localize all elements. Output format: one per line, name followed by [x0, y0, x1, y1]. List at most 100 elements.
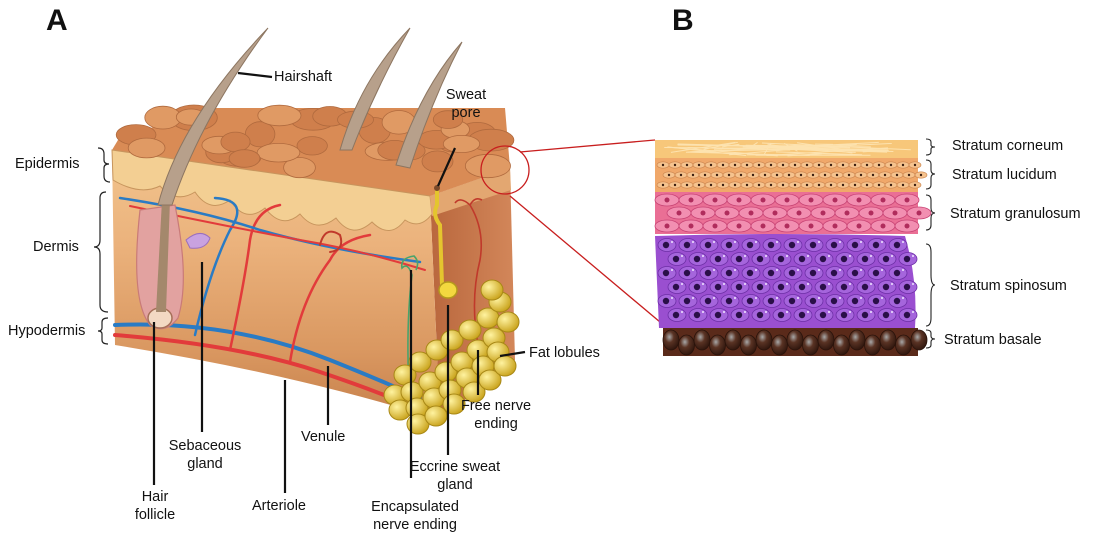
basal-cell	[756, 330, 772, 350]
spinosum-granule	[870, 311, 872, 313]
spinosum-nucleus	[757, 312, 763, 318]
spinosum-granule	[681, 255, 683, 257]
spinosum-granule	[692, 269, 694, 271]
basal-cell	[849, 330, 865, 350]
spinosum-nucleus	[799, 256, 805, 262]
granulosum-nucleus	[785, 198, 790, 203]
label-eccrine-line2: gland	[405, 476, 505, 494]
spinosum-nucleus	[894, 298, 900, 304]
lucidum-nucleus	[698, 164, 700, 166]
spinosum-granule	[839, 297, 841, 299]
lucidum-nucleus	[680, 174, 682, 176]
spinosum-granule	[702, 311, 704, 313]
granulosum-nucleus	[857, 198, 862, 203]
granulosum-nucleus	[761, 198, 766, 203]
basal-cell	[865, 335, 881, 355]
spinosum-nucleus	[789, 242, 795, 248]
spinosum-nucleus	[705, 298, 711, 304]
label-free-nerve-ending: Free nerve ending	[456, 397, 536, 433]
spinosum-nucleus	[726, 270, 732, 276]
granulosum-nucleus	[905, 224, 910, 229]
basal-cell	[663, 330, 679, 350]
spinosum-granule	[870, 255, 872, 257]
lucidum-nucleus	[842, 164, 844, 166]
spinosum-nucleus	[757, 284, 763, 290]
granulosum-nucleus	[833, 198, 838, 203]
lucidum-nucleus	[710, 164, 712, 166]
label-free-nerve-line1: Free nerve	[456, 397, 536, 415]
lucidum-nucleus	[914, 164, 916, 166]
spinosum-nucleus	[673, 312, 679, 318]
lucidum-nucleus	[746, 164, 748, 166]
granulosum-nucleus	[665, 198, 670, 203]
lucidum-nucleus	[758, 184, 760, 186]
label-dermis: Dermis	[33, 238, 79, 256]
granulosum-nucleus	[665, 224, 670, 229]
spinosum-granule	[744, 255, 746, 257]
spinosum-nucleus	[810, 298, 816, 304]
granulosum-nucleus	[725, 211, 730, 216]
spinosum-granule	[671, 241, 673, 243]
lucidum-nucleus	[920, 174, 922, 176]
granulosum-nucleus	[773, 211, 778, 216]
lucidum-nucleus	[800, 174, 802, 176]
spinosum-nucleus	[894, 242, 900, 248]
lucidum-nucleus	[770, 184, 772, 186]
spinosum-granule	[755, 241, 757, 243]
lucidum-nucleus	[740, 174, 742, 176]
lucidum-nucleus	[866, 164, 868, 166]
spinosum-granule	[807, 255, 809, 257]
spinosum-nucleus	[831, 270, 837, 276]
label-hair-follicle: Hair follicle	[125, 488, 185, 524]
label-hair-follicle-line1: Hair	[125, 488, 185, 506]
spinosum-nucleus	[894, 270, 900, 276]
lucidum-nucleus	[854, 164, 856, 166]
spinosum-granule	[902, 269, 904, 271]
spinosum-nucleus	[715, 312, 721, 318]
lucidum-nucleus	[662, 164, 664, 166]
lucidum-nucleus	[710, 184, 712, 186]
basal-cell	[911, 330, 927, 350]
spinosum-nucleus	[663, 298, 669, 304]
lucidum-nucleus	[686, 164, 688, 166]
spinosum-granule	[786, 283, 788, 285]
label-stratum-corneum: Stratum corneum	[952, 137, 1063, 155]
spinosum-nucleus	[883, 256, 889, 262]
lucidum-nucleus	[728, 174, 730, 176]
spinosum-nucleus	[684, 298, 690, 304]
lucidum-nucleus	[836, 174, 838, 176]
lucidum-nucleus	[752, 174, 754, 176]
lucidum-nucleus	[722, 164, 724, 166]
spinosum-nucleus	[694, 284, 700, 290]
lucidum-nucleus	[878, 184, 880, 186]
lucidum-nucleus	[794, 184, 796, 186]
lucidum-nucleus	[914, 184, 916, 186]
spinosum-granule	[912, 311, 914, 313]
spinosum-nucleus	[873, 242, 879, 248]
lucidum-nucleus	[782, 184, 784, 186]
spinosum-granule	[870, 283, 872, 285]
spinosum-nucleus	[768, 270, 774, 276]
granulosum-nucleus	[785, 224, 790, 229]
spinosum-nucleus	[736, 312, 742, 318]
lucidum-nucleus	[806, 184, 808, 186]
spinosum-granule	[881, 241, 883, 243]
surface-scale	[258, 105, 301, 126]
lucidum-nucleus	[782, 164, 784, 166]
granulosum-nucleus	[689, 198, 694, 203]
spinosum-granule	[755, 297, 757, 299]
spinosum-nucleus	[778, 284, 784, 290]
spinosum-nucleus	[663, 242, 669, 248]
granulosum-nucleus	[833, 224, 838, 229]
spinosum-granule	[902, 241, 904, 243]
spinosum-granule	[692, 297, 694, 299]
spinosum-granule	[828, 283, 830, 285]
lucidum-nucleus	[812, 174, 814, 176]
granulosum-nucleus	[881, 224, 886, 229]
spinosum-granule	[912, 283, 914, 285]
label-sweat-pore: Sweat pore	[436, 86, 496, 122]
granulosum-nucleus	[881, 198, 886, 203]
spinosum-nucleus	[820, 256, 826, 262]
lucidum-nucleus	[692, 174, 694, 176]
spinosum-nucleus	[904, 284, 910, 290]
